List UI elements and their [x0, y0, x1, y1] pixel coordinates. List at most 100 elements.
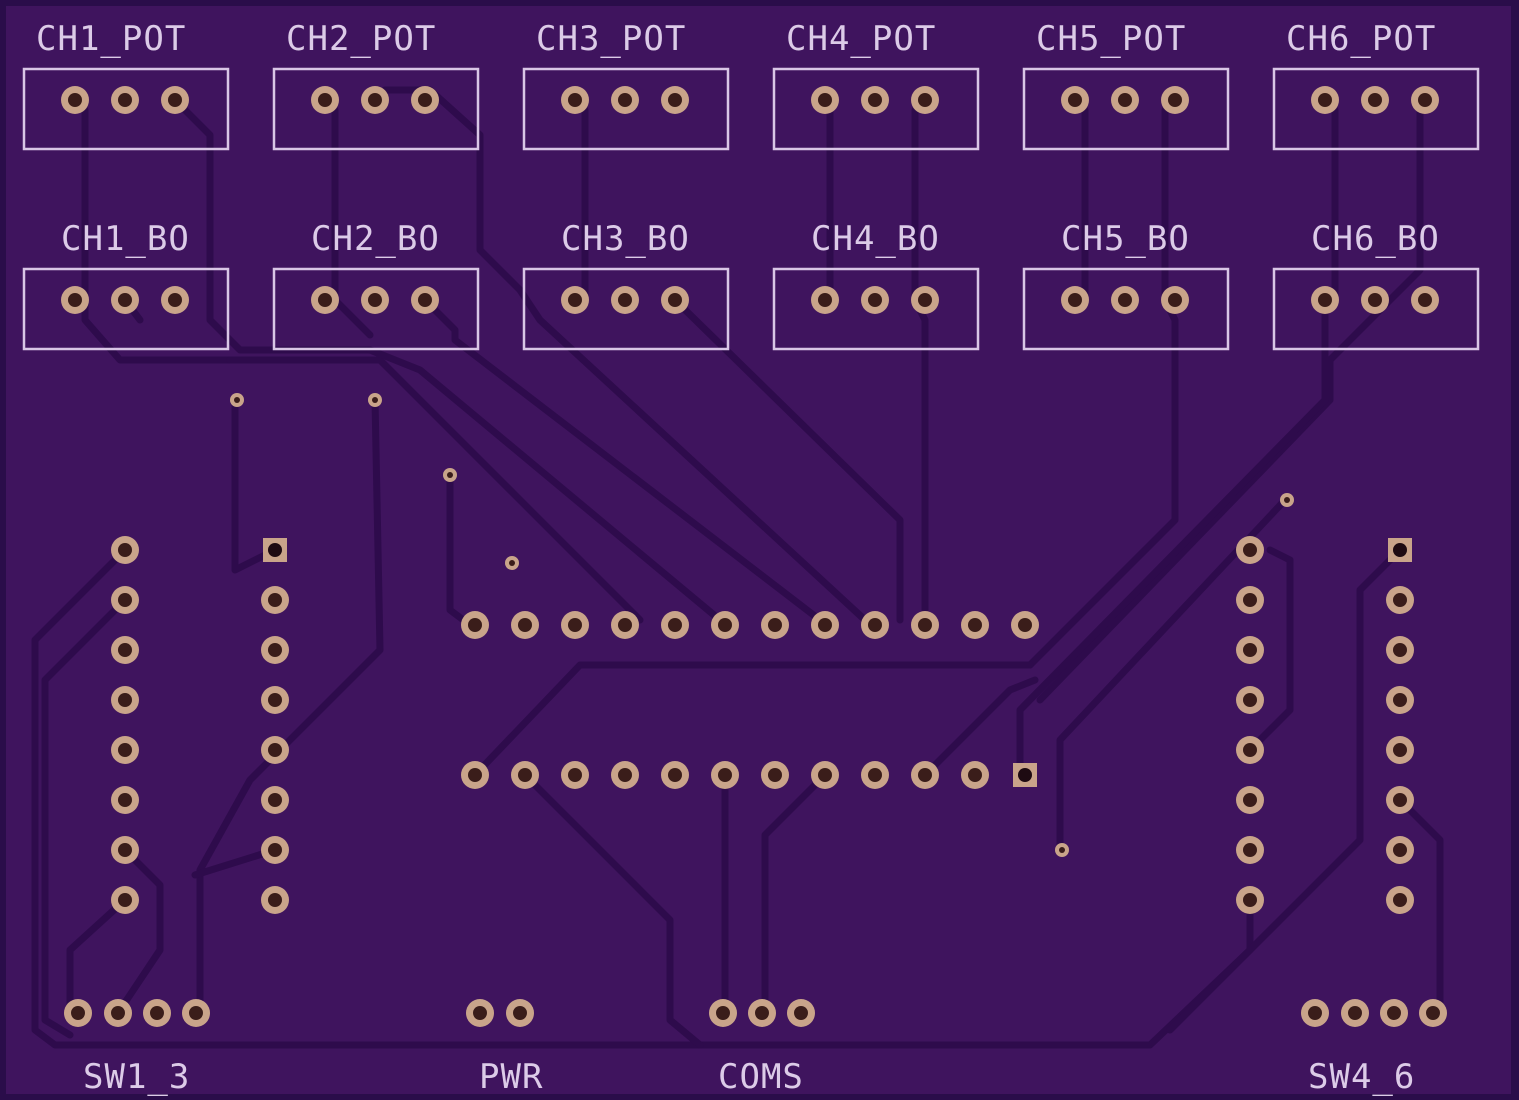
label-pwr: PWR: [479, 1057, 543, 1097]
label-ch3-pot: CH3_POT: [536, 19, 686, 59]
left-header-a-pad: [111, 786, 139, 814]
left-header-b-pad: [261, 786, 289, 814]
dip-bottom-pad: [911, 761, 939, 789]
ch2-bo-pad: [411, 286, 439, 314]
copper-trace: [226, 356, 644, 624]
pads: [61, 86, 1447, 1027]
ch3-bo-outline: [522, 267, 730, 351]
copper-trace: [1396, 796, 1444, 1014]
copper-trace: [921, 676, 1039, 779]
pwr-pad: [466, 999, 494, 1027]
left-header-b-pad: [263, 538, 287, 562]
via: [1055, 843, 1069, 857]
copper-trace: [41, 596, 129, 1039]
silkscreen-labels: CH1_POT CH2_POT CH3_POT CH4_POT CH5_POT …: [36, 19, 1439, 1097]
dip-top-pad: [811, 611, 839, 639]
dip-bottom-pad: [611, 761, 639, 789]
connector-outlines: [22, 67, 1480, 351]
copper-trace: [116, 846, 164, 1014]
ch3-pot-outline: [522, 67, 730, 151]
ch2-bo-pad: [361, 286, 389, 314]
right-header-b-pad: [1386, 736, 1414, 764]
ch3-bo-pad: [661, 286, 689, 314]
ch4-pot-pad: [861, 86, 889, 114]
ch6-bo-pad: [1411, 286, 1439, 314]
via: [368, 393, 382, 407]
left-header-a-pad: [111, 736, 139, 764]
ch3-pot-pad: [611, 86, 639, 114]
ch5-bo-pad: [1161, 286, 1189, 314]
ch2-bo-outline: [272, 267, 480, 351]
ch3-bo-pad: [561, 286, 589, 314]
label-ch3-bo: CH3_BO: [561, 219, 690, 259]
copper-trace: [1056, 496, 1289, 854]
sw4-6-pad: [1341, 999, 1369, 1027]
sw1-3-pad: [64, 999, 92, 1027]
ch5-pot-pad: [1061, 86, 1089, 114]
ch4-pot-pad: [911, 86, 939, 114]
copper-trace: [671, 296, 904, 624]
dip-top-pad: [561, 611, 589, 639]
ch1-bo-pad: [61, 286, 89, 314]
dip-bottom-pad: [561, 761, 589, 789]
ch6-bo-pad: [1311, 286, 1339, 314]
dip-bottom-pad: [961, 761, 989, 789]
ch6-pot-pad: [1411, 86, 1439, 114]
copper-trace: [471, 661, 1034, 779]
dip-bottom-pad: [761, 761, 789, 789]
ch5-pot-outline: [1022, 67, 1230, 151]
dip-top-pad: [461, 611, 489, 639]
sw1-3-pad: [104, 999, 132, 1027]
ch3-pot-pad: [561, 86, 589, 114]
ch4-bo-pad: [861, 286, 889, 314]
dip-bottom-pad: [861, 761, 889, 789]
copper-trace: [421, 296, 824, 624]
label-ch2-pot: CH2_POT: [286, 19, 436, 59]
left-header-b-pad: [261, 886, 289, 914]
ch5-pot-pad: [1161, 86, 1189, 114]
ch1-pot-outline: [22, 67, 230, 151]
ch4-bo-pad: [911, 286, 939, 314]
coms-pad: [787, 999, 815, 1027]
ch2-bo-pad: [311, 286, 339, 314]
dip-bottom-pad: [511, 761, 539, 789]
dip-top-pad: [761, 611, 789, 639]
dip-bottom-pad: [811, 761, 839, 789]
right-header-b-pad: [1386, 886, 1414, 914]
sw1-3-pad: [182, 999, 210, 1027]
right-header-b-pad: [1386, 686, 1414, 714]
dip-top-pad: [661, 611, 689, 639]
label-ch1-pot: CH1_POT: [36, 19, 186, 59]
ch2-pot-pad: [411, 86, 439, 114]
right-header-a-pad: [1236, 536, 1264, 564]
right-header-a-pad: [1236, 836, 1264, 864]
ch6-bo-pad: [1361, 286, 1389, 314]
copper-trace: [761, 771, 829, 1014]
label-ch1-bo: CH1_BO: [61, 219, 190, 259]
left-header-a-pad: [111, 886, 139, 914]
label-ch4-bo: CH4_BO: [811, 219, 940, 259]
ch1-pot-pad: [161, 86, 189, 114]
copper-trace: [231, 396, 279, 574]
dip-top-pad: [961, 611, 989, 639]
coms-pad: [748, 999, 776, 1027]
left-header-a-pad: [111, 686, 139, 714]
ch6-pot-outline: [1272, 67, 1480, 151]
right-header-b-pad: [1386, 786, 1414, 814]
ch2-pot-outline: [272, 67, 480, 151]
dip-top-pad: [711, 611, 739, 639]
via: [443, 468, 457, 482]
ch6-pot-pad: [1311, 86, 1339, 114]
ch5-bo-pad: [1111, 286, 1139, 314]
coms-pad: [709, 999, 737, 1027]
left-header-b-pad: [261, 636, 289, 664]
label-coms: COMS: [718, 1057, 804, 1097]
ch1-bo-pad: [111, 286, 139, 314]
ch5-bo-outline: [1022, 267, 1230, 351]
ch4-bo-pad: [811, 286, 839, 314]
label-ch6-pot: CH6_POT: [1286, 19, 1436, 59]
left-header-b-pad: [261, 736, 289, 764]
copper-trace: [1166, 546, 1404, 1034]
left-header-a-pad: [111, 586, 139, 614]
left-header-a-pad: [111, 536, 139, 564]
